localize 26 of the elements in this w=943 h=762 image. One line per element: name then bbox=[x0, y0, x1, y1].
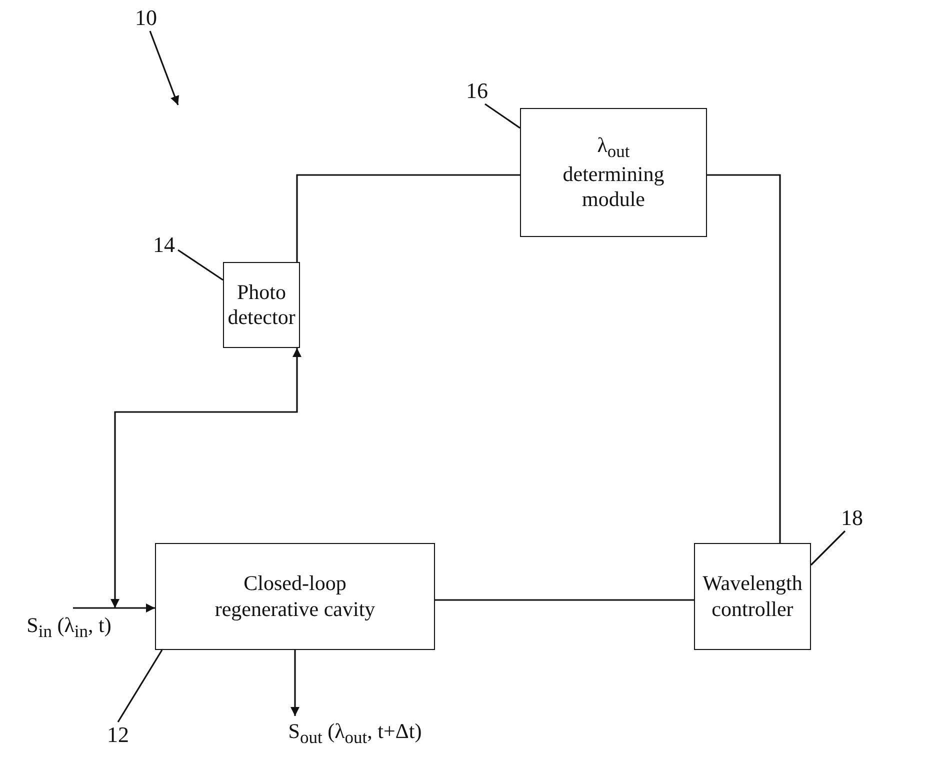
reference-numeral: 10 bbox=[135, 5, 157, 31]
connector-line bbox=[435, 599, 694, 601]
box-label: Closed-loop regenerative cavity bbox=[214, 571, 376, 622]
connector-line bbox=[707, 174, 781, 543]
reference-numeral: 16 bbox=[466, 78, 488, 104]
arrow bbox=[110, 348, 302, 608]
signal-label: S$_{out}$ (λ$_{out}$, t+Δt) bbox=[288, 719, 422, 749]
leader-line bbox=[810, 530, 846, 566]
arrow bbox=[290, 650, 300, 716]
process-box bbox=[520, 108, 707, 237]
reference-numeral: 18 bbox=[841, 505, 863, 531]
leader-line bbox=[117, 650, 163, 722]
arrow bbox=[73, 604, 155, 612]
box-label: λ$_{out}$ determining module bbox=[562, 132, 666, 212]
box-label: Wavelength controller bbox=[702, 571, 804, 622]
reference-arrow bbox=[149, 30, 180, 106]
leader-line bbox=[484, 103, 520, 129]
connector-line bbox=[296, 174, 520, 262]
process-box bbox=[223, 262, 300, 348]
leader-line bbox=[178, 249, 224, 281]
process-box bbox=[155, 543, 435, 650]
reference-numeral: 14 bbox=[153, 232, 175, 258]
process-box bbox=[694, 543, 811, 650]
signal-label: S$_{in}$ (λ$_{in}$, t) bbox=[26, 613, 112, 643]
reference-numeral: 12 bbox=[107, 722, 129, 748]
box-label: Photo detector bbox=[226, 280, 296, 330]
